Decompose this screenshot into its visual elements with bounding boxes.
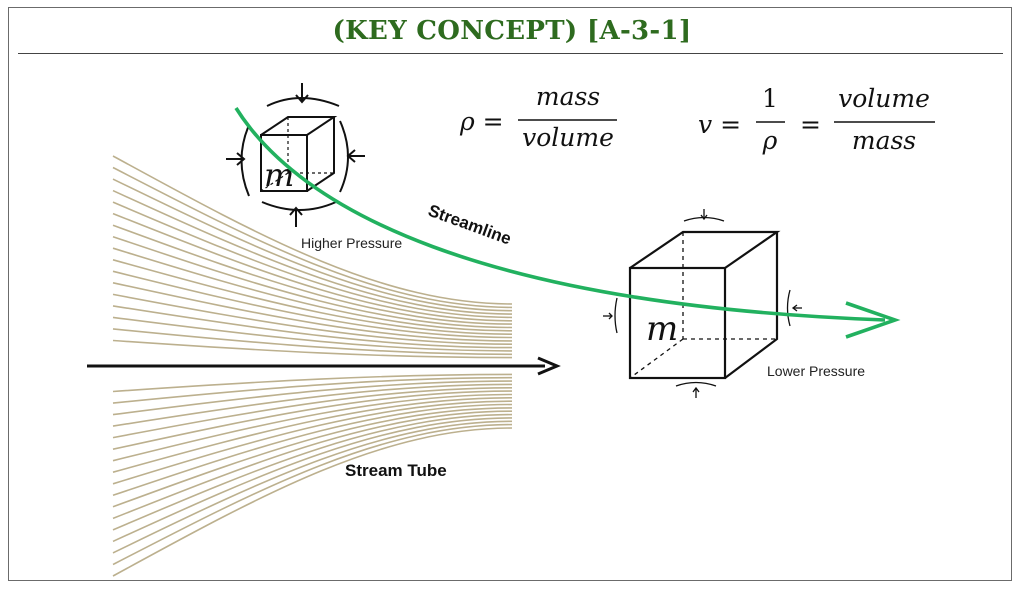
stream-tube-line bbox=[112, 376, 513, 404]
stream-tube-line bbox=[112, 410, 513, 520]
compression-arrows-small bbox=[226, 83, 365, 227]
large-fluid-element-cube bbox=[628, 230, 781, 380]
stream-tube-line bbox=[112, 397, 513, 473]
streamline-path bbox=[234, 107, 886, 322]
stream-tube-line bbox=[112, 155, 513, 305]
compression-arrow-icon bbox=[261, 201, 337, 227]
frac1-denominator: ρ bbox=[762, 126, 778, 155]
stream-tube-line bbox=[112, 293, 513, 345]
stream-tube-line bbox=[112, 420, 513, 554]
page-title: (KEY CONCEPT) [A-3-1] bbox=[332, 16, 692, 46]
compression-arrow-icon bbox=[675, 381, 717, 398]
stream-tube-line bbox=[112, 189, 513, 315]
frac1-numerator: 1 bbox=[762, 84, 778, 113]
density-lhs: ρ = bbox=[459, 107, 504, 136]
stream-tube-line bbox=[112, 328, 513, 356]
higher-pressure-label: Higher Pressure bbox=[301, 235, 402, 251]
stream-tube-line bbox=[112, 339, 513, 359]
compression-arrow-icon bbox=[339, 120, 365, 193]
specific-volume-equation: v = 1 ρ = volume mass bbox=[698, 84, 935, 155]
streamline-label: Streamline bbox=[426, 201, 514, 249]
stream-tube-lines bbox=[112, 155, 513, 577]
stream-tube-line bbox=[112, 417, 513, 543]
stream-tube-line bbox=[112, 178, 513, 312]
streamline-curve bbox=[234, 107, 901, 339]
stream-tube-line bbox=[112, 201, 513, 319]
stream-tube-line bbox=[112, 413, 513, 531]
small-mass-symbol: m bbox=[264, 156, 294, 194]
frac2-numerator: volume bbox=[838, 84, 930, 113]
density-numerator: mass bbox=[536, 82, 600, 111]
compression-arrow-icon bbox=[226, 124, 250, 197]
stream-tube-line bbox=[112, 403, 513, 497]
stream-tube-line bbox=[112, 282, 513, 342]
figure-frame bbox=[8, 7, 1012, 581]
stream-tube-line bbox=[112, 387, 513, 439]
stream-tube-line bbox=[112, 305, 513, 349]
stream-tube-line bbox=[112, 270, 513, 339]
specific-volume-lhs: v = bbox=[698, 110, 741, 139]
stream-tube-line bbox=[112, 423, 513, 566]
stream-tube-line bbox=[112, 380, 513, 416]
large-mass-symbol: m bbox=[646, 309, 678, 349]
compression-arrow-icon bbox=[266, 83, 340, 107]
stream-tube-line bbox=[112, 427, 513, 577]
compression-arrows-large bbox=[603, 209, 802, 398]
compression-arrow-icon bbox=[786, 289, 802, 327]
stream-tube-label: Stream Tube bbox=[345, 461, 447, 480]
flow-direction-arrow-icon bbox=[87, 356, 561, 376]
stream-tube-line bbox=[112, 407, 513, 508]
small-fluid-element-cube bbox=[260, 116, 338, 192]
stream-tube-line bbox=[112, 166, 513, 309]
equals-sign: = bbox=[800, 110, 821, 139]
compression-arrow-icon bbox=[603, 297, 618, 334]
stream-tube-line bbox=[112, 259, 513, 335]
stream-tube-line bbox=[112, 224, 513, 325]
stream-tube-line bbox=[112, 212, 513, 322]
density-denominator: volume bbox=[522, 123, 614, 152]
title-divider bbox=[18, 53, 1003, 54]
lower-pressure-label: Lower Pressure bbox=[767, 363, 865, 379]
stream-tube-line bbox=[112, 247, 513, 332]
stream-tube-line bbox=[112, 316, 513, 352]
stream-tube-line bbox=[112, 393, 513, 462]
compression-arrow-icon bbox=[683, 209, 725, 222]
stream-tube-line bbox=[112, 400, 513, 485]
stream-tube-line bbox=[112, 235, 513, 329]
streamline-arrowhead-icon bbox=[845, 301, 901, 339]
stream-tube-line bbox=[112, 373, 513, 393]
stream-tube-line bbox=[112, 383, 513, 427]
stream-tube-line bbox=[112, 390, 513, 450]
density-equation: ρ = mass volume bbox=[459, 82, 617, 152]
frac2-denominator: mass bbox=[852, 126, 916, 155]
